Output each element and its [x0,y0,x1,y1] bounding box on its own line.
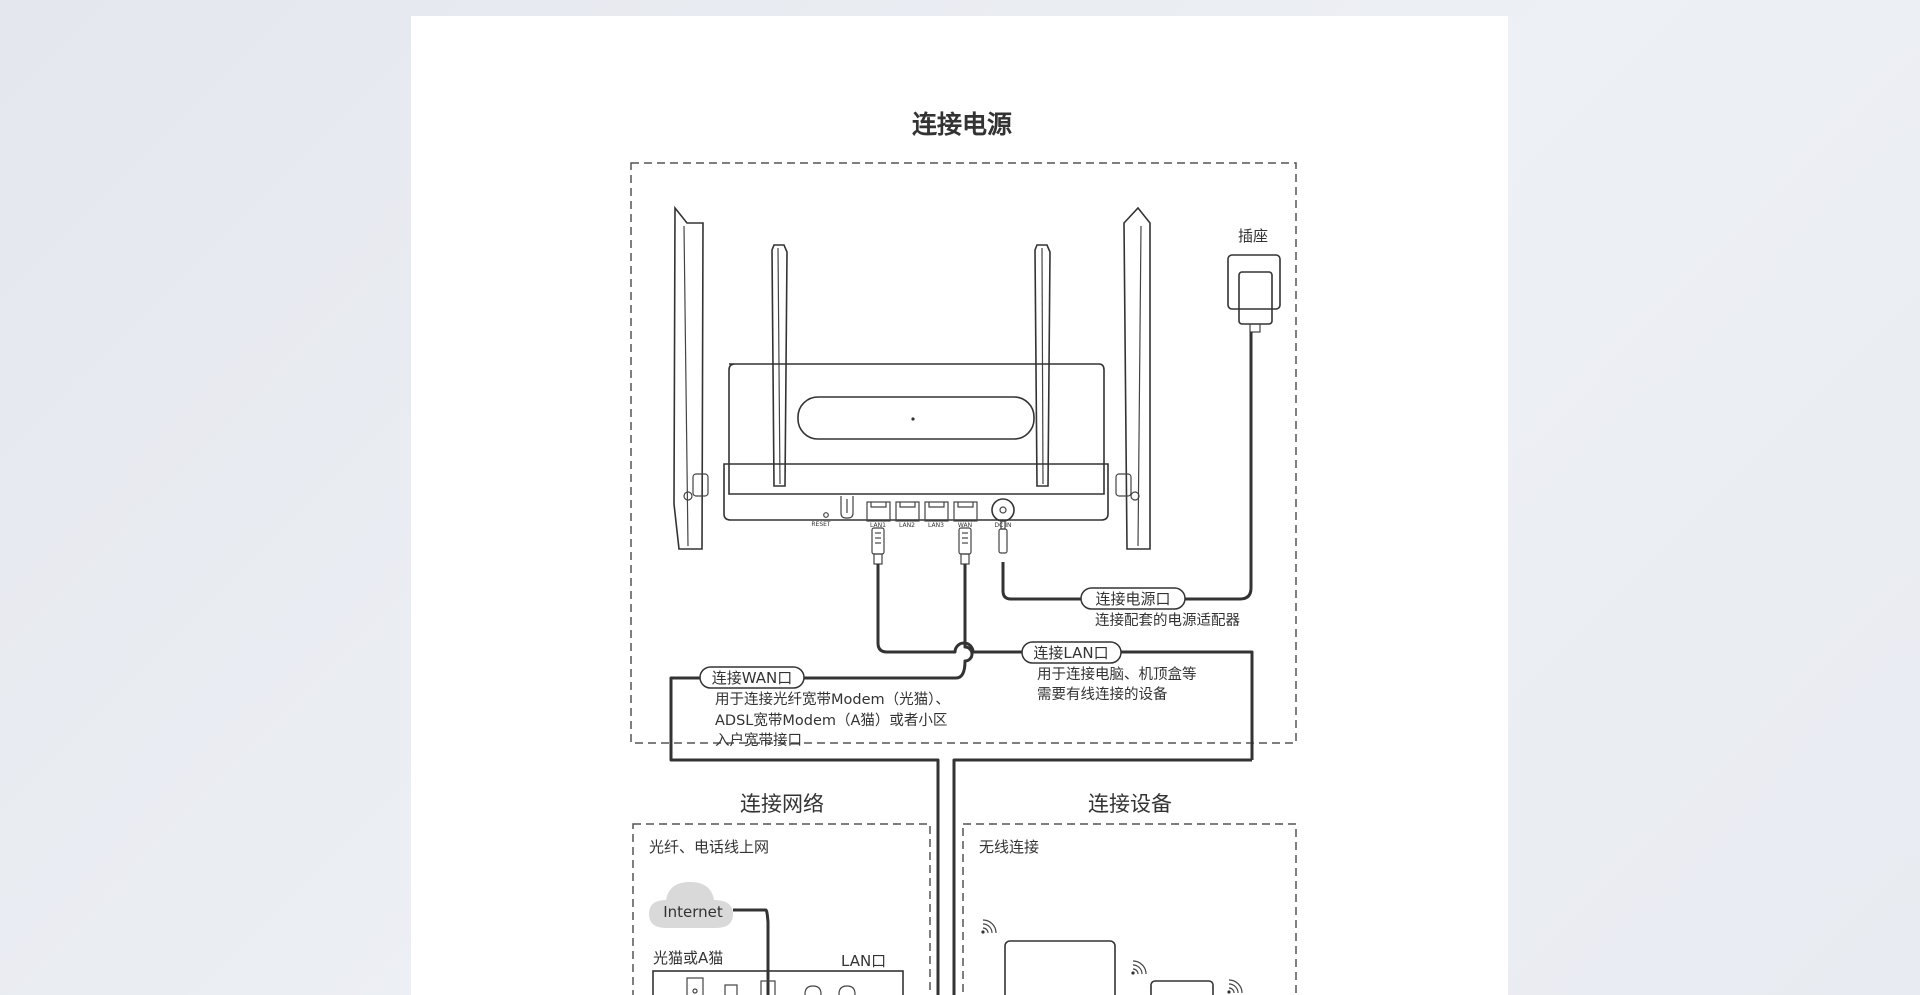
network-section-title: 连接网络 [740,792,824,816]
lan-port-label: 连接LAN口 [1033,644,1108,662]
wan-cable [669,564,974,995]
tv-icon [1004,940,1116,995]
wan-port-desc-line: 用于连接光纤宽带Modem（光猫）、 [715,691,950,708]
modem-icon [652,970,904,995]
lan-cable-down [952,758,1252,995]
port-label-dcin: DC IN [995,522,1012,529]
port-label-lan2: LAN2 [899,522,915,529]
antenna-right-rear-icon [1034,244,1051,487]
wan-port-pill [699,666,805,689]
device-section-title: 连接设备 [1088,792,1172,816]
port-label-lan1: LAN1 [870,522,886,529]
port-label-reset: RESET [811,521,831,528]
router-icon [673,205,1151,550]
power-port-desc: 连接配套的电源适配器 [1095,612,1240,629]
lan-port-desc-line: 需要有线连接的设备 [1037,686,1168,703]
wan-port-desc-line: 入户宽带接口 [715,732,802,749]
lan-cable [876,564,1254,760]
wan-cable-plug-icon [958,527,972,565]
manual-page: 连接电源 RE [411,16,1508,995]
port-label-lan3: LAN3 [928,522,944,529]
socket-label: 插座 [1238,227,1268,245]
page-title: 连接电源 [912,110,1012,139]
wan-port-label: 连接WAN口 [712,669,793,687]
lan-port-desc-line: 用于连接电脑、机顶盒等 [1037,665,1197,683]
device-section-frame [962,823,1297,995]
network-section-subtitle: 光纤、电话线上网 [649,838,769,856]
port-label-wan: WAN [958,522,972,529]
network-section-frame [632,823,931,995]
internet-label: Internet [663,903,723,921]
antenna-left-rear-icon [771,244,788,487]
wan-port-desc-line: ADSL宽带Modem（A猫）或者小区 [715,712,947,729]
power-plug-icon [998,520,1008,554]
lan-cable-plug-icon [871,527,885,565]
cloud-icon [649,882,733,928]
power-port-label: 连接电源口 [1095,590,1170,608]
modem-label: 光猫或A猫 [653,949,723,967]
modem-lan-label: LAN口 [841,952,886,970]
power-section-frame [630,162,1297,744]
internet-cable [733,908,770,995]
lan-port-pill [1021,641,1122,664]
laptop-icon [1150,980,1214,995]
power-port-pill [1080,587,1186,610]
connection-diagram: 连接电源 RE [630,110,1297,995]
wifi-icon [981,919,997,934]
device-section-subtitle: 无线连接 [979,838,1039,856]
power-socket-icon [1227,254,1281,333]
wifi-icon [1131,960,1147,975]
wifi-icon [1227,979,1243,994]
